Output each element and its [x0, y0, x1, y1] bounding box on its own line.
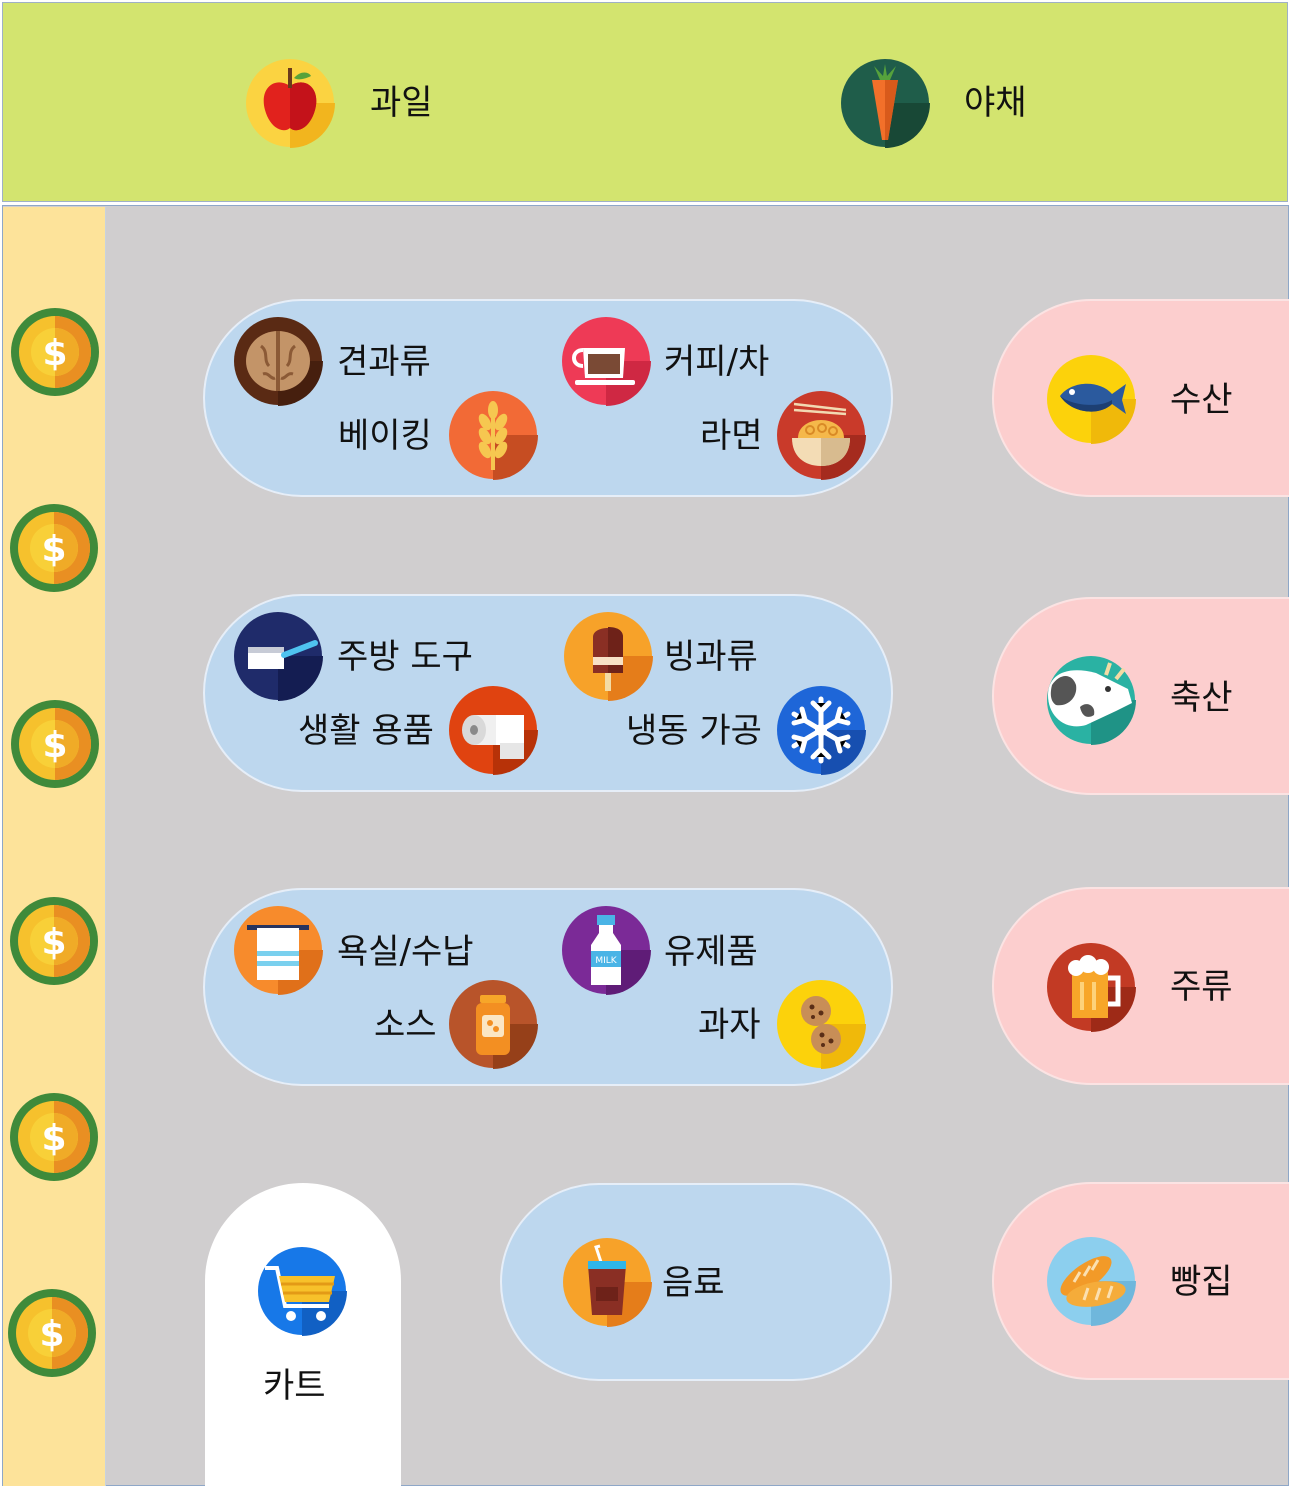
wheat-icon: [448, 390, 538, 480]
ice-cream-label: 빙과류: [664, 637, 758, 677]
shopping-cart-icon: [257, 1246, 347, 1336]
walnut-icon: [233, 316, 323, 406]
coin-icon: $: [9, 896, 99, 986]
checkout-lane: [3, 207, 106, 1486]
svg-text:$: $: [41, 1118, 66, 1159]
svg-text:$: $: [41, 922, 66, 963]
aisle-3: [203, 888, 893, 1086]
frozen-label: 냉동 가공: [626, 711, 762, 751]
fruit-label: 과일: [370, 83, 433, 123]
saucepan-icon: [233, 611, 323, 701]
milk-bottle-icon: MILK: [561, 905, 651, 995]
kitchenware-label: 주방 도구: [337, 637, 473, 677]
produce-section: [2, 2, 1288, 202]
towel-icon: [233, 905, 323, 995]
svg-text:MILK: MILK: [595, 956, 617, 966]
fish-icon: [1046, 354, 1136, 444]
seafood-section: [992, 299, 1289, 497]
meat-section: [992, 597, 1289, 795]
coffee-cup-icon: [561, 316, 651, 406]
snowflake-icon: [776, 685, 866, 775]
seafood-label: 수산: [1170, 380, 1233, 420]
aisle-2: [203, 594, 893, 792]
bath-storage-label: 욕실/수납: [337, 932, 474, 972]
ice-pop-icon: [563, 611, 653, 701]
coin-icon: $: [10, 699, 100, 789]
household-label: 생활 용품: [298, 711, 434, 751]
svg-text:$: $: [41, 529, 66, 570]
coffee-tea-label: 커피/차: [664, 342, 770, 382]
beverage-label: 음료: [662, 1263, 725, 1303]
jar-icon: [448, 979, 538, 1069]
svg-text:$: $: [42, 333, 67, 374]
bread-icon: [1046, 1236, 1136, 1326]
meat-label: 축산: [1170, 678, 1233, 718]
soda-cup-icon: [562, 1237, 652, 1327]
beer-mug-icon: [1046, 942, 1136, 1032]
nuts-label: 견과류: [337, 342, 431, 382]
apple-icon: [245, 58, 335, 148]
svg-text:$: $: [39, 1314, 64, 1355]
bakery-label: 빵집: [1170, 1262, 1233, 1302]
liquor-label: 주류: [1170, 967, 1233, 1007]
cow-icon: [1046, 655, 1136, 745]
snacks-label: 과자: [698, 1005, 761, 1045]
svg-text:$: $: [42, 725, 67, 766]
baking-label: 베이킹: [338, 416, 432, 456]
coin-icon: $: [10, 307, 100, 397]
bakery-section: [992, 1182, 1289, 1380]
cart-label: 카트: [263, 1366, 326, 1406]
liquor-section: [992, 887, 1289, 1085]
sauce-label: 소스: [374, 1005, 437, 1045]
coin-icon: $: [9, 1092, 99, 1182]
coin-icon: $: [9, 503, 99, 593]
dairy-label: 유제품: [664, 932, 758, 972]
cart-area: [205, 1183, 401, 1493]
aisle-1: [203, 299, 893, 497]
cookie-icon: [776, 979, 866, 1069]
coin-icon: $: [7, 1288, 97, 1378]
carrot-icon: [840, 58, 930, 148]
toilet-paper-icon: [448, 685, 538, 775]
vegetable-label: 야채: [964, 83, 1027, 123]
ramen-label: 라면: [700, 416, 763, 456]
noodle-bowl-icon: [776, 390, 866, 480]
